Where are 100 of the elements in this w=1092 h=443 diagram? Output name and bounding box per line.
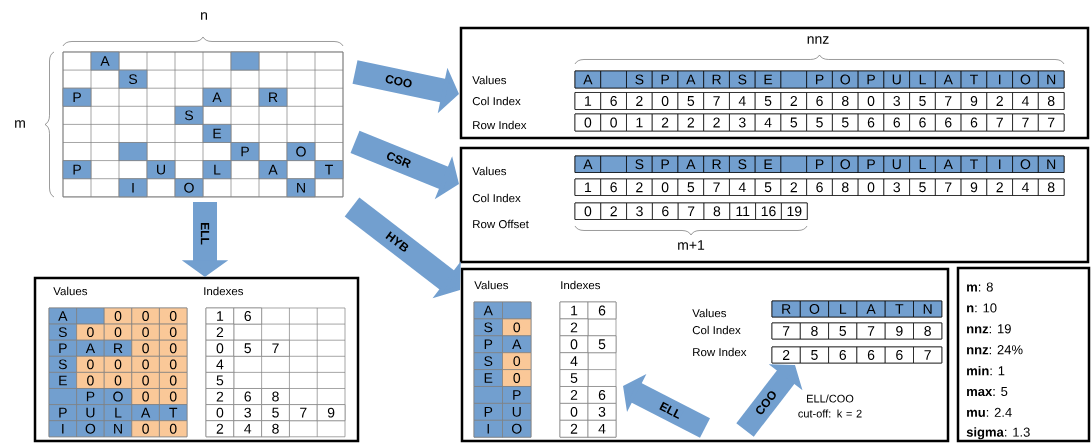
grid-cell: 0: [131, 372, 160, 389]
array-cell: A: [935, 155, 962, 173]
grid-cell: N: [103, 420, 133, 438]
row-label: Values: [474, 280, 509, 290]
grid-cell: I: [48, 420, 77, 438]
matrix-cell: A: [258, 160, 288, 180]
row-label: Col Index: [472, 96, 521, 106]
array-cell: P: [806, 155, 833, 173]
array-cell: 7: [771, 322, 801, 340]
grid-cell: 0: [502, 352, 532, 370]
grid-cell: 0: [159, 388, 188, 405]
array-cell: 5: [754, 178, 782, 196]
row-label: Row Index: [693, 347, 747, 357]
row-label: Values: [692, 308, 727, 318]
array-cell: S: [626, 70, 653, 89]
array-cell: 9: [884, 322, 914, 340]
array-cell: O: [832, 155, 859, 173]
array-cell: 7: [935, 178, 962, 196]
array-cell: 8: [799, 322, 829, 340]
dimension-label: m: [15, 120, 25, 128]
array-cell: S: [729, 70, 756, 89]
row-label: Values: [472, 75, 507, 85]
array-cell: P: [857, 155, 885, 173]
array-cell: T: [884, 300, 914, 318]
array-cell: 0: [574, 113, 602, 132]
grid-cell: 0: [131, 339, 160, 357]
array-cell: 7: [913, 346, 943, 364]
stat-line: n: 10: [967, 303, 997, 313]
grid-cell: 0: [159, 323, 188, 341]
grid-cell: 3: [587, 403, 617, 421]
grid-cell: 6: [233, 307, 262, 325]
row-label: Values: [53, 286, 88, 296]
array-cell: 8: [703, 202, 731, 220]
array-cell: 6: [960, 113, 988, 132]
grid-cell: 9: [316, 404, 346, 422]
array-cell: 0: [857, 92, 885, 110]
stat-line: mu: 2.4: [967, 407, 1012, 417]
array-cell: R: [703, 70, 730, 89]
array-cell: 9: [960, 92, 988, 110]
grid-cell: S: [473, 318, 503, 337]
array-cell: 8: [1037, 92, 1065, 110]
grid-cell: 0: [76, 323, 105, 341]
array-cell: N: [1037, 155, 1065, 173]
array-cell: 7: [856, 322, 886, 340]
array-cell: 2: [703, 113, 730, 132]
array-cell: T: [960, 155, 988, 173]
matrix-cell: N: [286, 178, 316, 198]
array-cell: 5: [754, 92, 782, 110]
grid-cell: 0: [159, 420, 188, 438]
array-cell: T: [960, 70, 988, 89]
grid-cell: S: [48, 355, 77, 373]
array-cell: P: [651, 155, 679, 173]
grid-cell: 4: [587, 419, 617, 438]
matrix-cell: P: [62, 87, 92, 107]
grid-cell: 2: [559, 318, 589, 337]
grid-cell: O: [76, 420, 105, 438]
dimension-label: n: [201, 12, 207, 20]
grid-cell: P: [48, 339, 77, 357]
array-cell: 7: [1037, 113, 1065, 132]
array-cell: 7: [1012, 113, 1039, 132]
grid-cell: 6: [587, 386, 617, 404]
array-cell: L: [828, 300, 858, 318]
grid-cell: 3: [233, 404, 262, 422]
array-cell: A: [677, 70, 705, 89]
array-cell: A: [677, 155, 705, 173]
grid-cell: 0: [131, 323, 160, 341]
grid-cell: 0: [131, 388, 160, 405]
grid-cell: 0: [103, 323, 133, 341]
array-cell: 5: [799, 346, 829, 364]
array-cell: O: [832, 70, 859, 89]
grid-cell: P: [76, 388, 105, 405]
grid-cell: A: [131, 404, 160, 422]
array-cell: 6: [909, 113, 936, 132]
grid-cell: 2: [205, 420, 235, 438]
row-label: Indexes: [561, 280, 601, 290]
array-cell: 16: [755, 202, 782, 220]
array-cell: 4: [729, 92, 756, 110]
arrow-label: ELL: [200, 221, 210, 246]
grid-cell: E: [48, 372, 77, 389]
matrix-cell: P: [230, 142, 260, 161]
array-cell: 5: [806, 113, 833, 132]
matrix-cell: I: [118, 178, 148, 198]
row-label: Col Index: [692, 325, 741, 335]
arrow-label: COO: [383, 73, 414, 89]
grid-cell: 0: [502, 318, 532, 337]
grid-cell: 7: [261, 339, 290, 357]
row-label: Col Index: [472, 193, 521, 203]
array-cell: O: [799, 300, 829, 318]
array-cell: A: [856, 300, 886, 318]
stat-line: max: 5: [967, 386, 1008, 396]
array-cell: P: [651, 70, 679, 89]
grid-cell: 0: [103, 372, 133, 389]
array-cell: A: [574, 155, 602, 173]
grid-cell: 8: [261, 388, 290, 405]
array-cell: R: [771, 300, 801, 318]
arrow-label: ELL: [657, 400, 684, 420]
array-cell: 8: [832, 92, 859, 110]
grid-cell: P: [502, 386, 532, 404]
matrix-cell: S: [118, 69, 148, 89]
array-cell: R: [703, 155, 730, 173]
